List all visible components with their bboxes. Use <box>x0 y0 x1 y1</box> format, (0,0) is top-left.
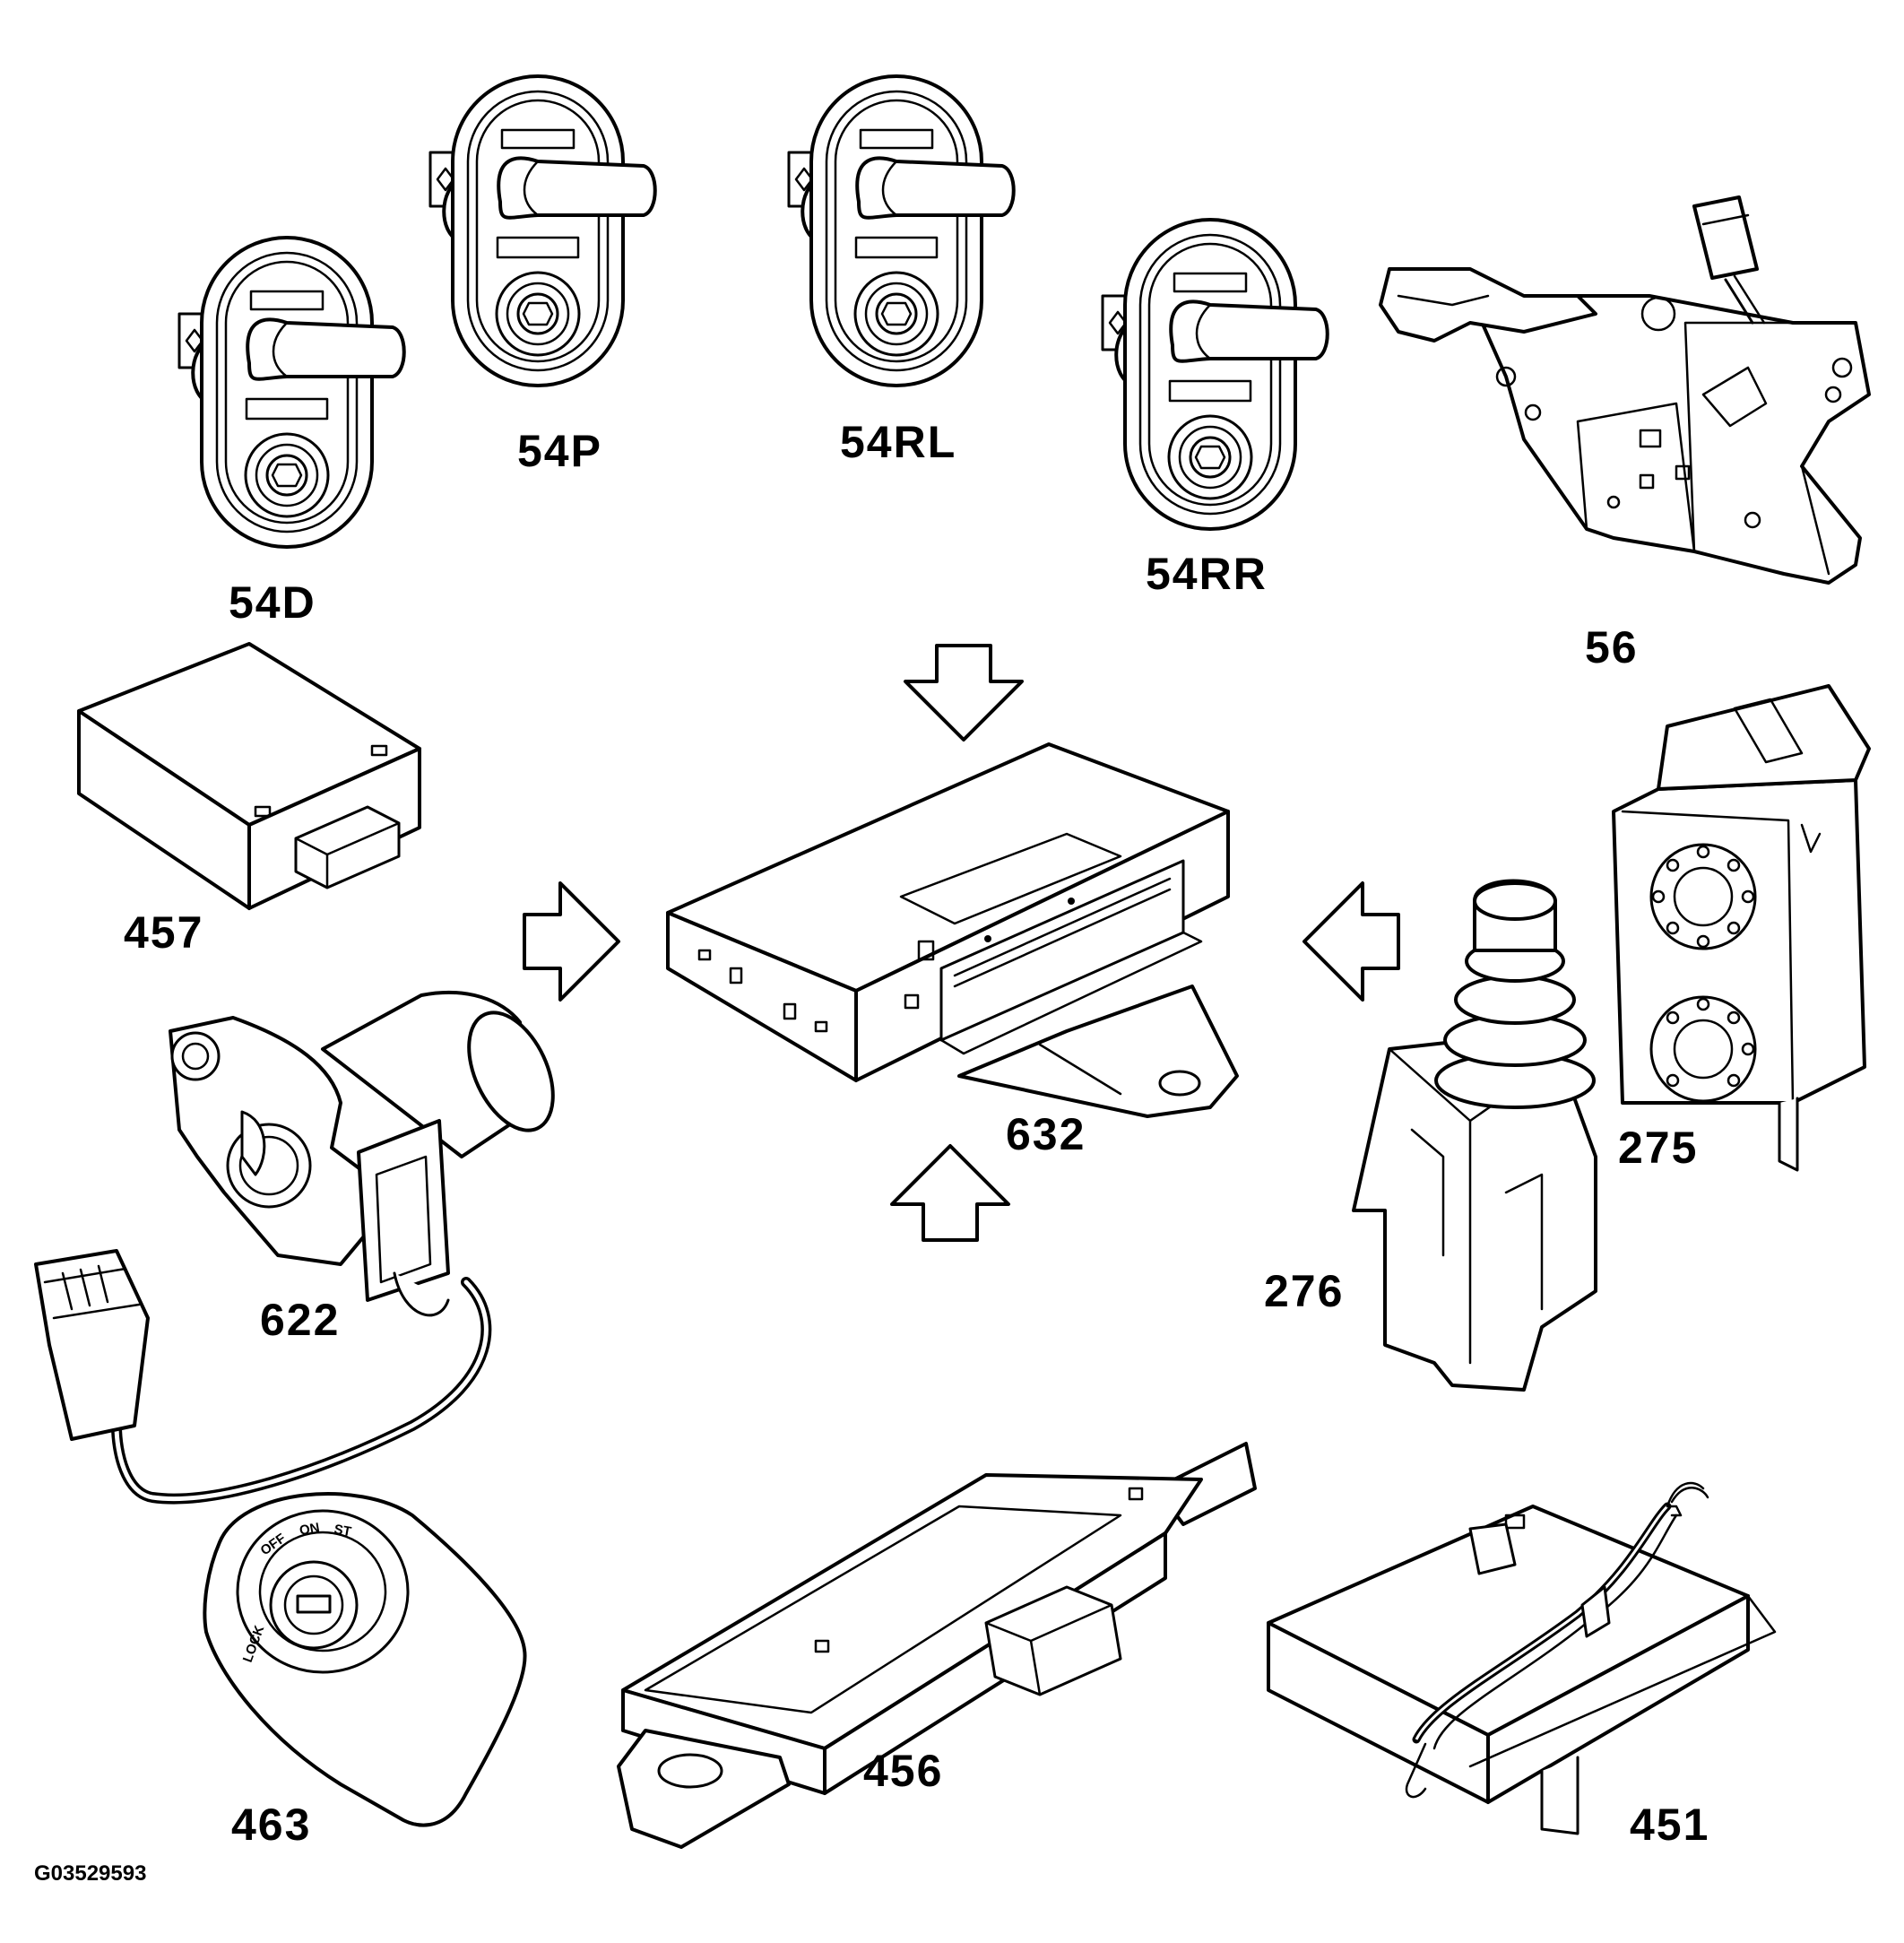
motor-actuator-622 <box>34 990 555 1505</box>
arrow-down-icon <box>904 644 1024 742</box>
ignition-marking-st: ST <box>333 1522 352 1540</box>
lock-cylinder-54d <box>177 236 406 549</box>
label-275: 275 <box>1618 1123 1699 1173</box>
lock-cylinder-54rr <box>1101 218 1329 531</box>
receiver-module-456 <box>617 1442 1257 1849</box>
label-56: 56 <box>1585 622 1639 672</box>
label-457: 457 <box>124 907 204 958</box>
label-463: 463 <box>231 1800 312 1850</box>
latch-assembly-56 <box>1379 195 1871 585</box>
figure-code: G03529593 <box>34 1861 147 1886</box>
label-54rl: 54RL <box>840 417 957 467</box>
ignition-switch-463: LOCK OFF ON ST <box>203 1492 527 1827</box>
label-54d: 54D <box>229 577 316 628</box>
lock-cylinder-54p <box>428 74 657 387</box>
arrow-right-icon <box>523 881 620 1002</box>
actuator-276 <box>1352 879 1597 1392</box>
label-632: 632 <box>1006 1109 1086 1159</box>
module-box-457 <box>77 642 421 910</box>
arrow-left-icon <box>1303 881 1400 1002</box>
label-622: 622 <box>260 1295 341 1345</box>
central-module-632 <box>666 742 1239 1118</box>
arrow-up-icon <box>890 1144 1010 1242</box>
actuator-275 <box>1612 684 1871 1172</box>
label-54rr: 54RR <box>1146 549 1268 599</box>
module-451 <box>1267 1481 1777 1835</box>
label-456: 456 <box>863 1746 944 1796</box>
lock-cylinder-54rl <box>787 74 1016 387</box>
ignition-marking-on: ON <box>299 1520 321 1539</box>
label-54p: 54P <box>517 426 602 476</box>
label-276: 276 <box>1264 1266 1345 1316</box>
label-451: 451 <box>1630 1800 1710 1850</box>
